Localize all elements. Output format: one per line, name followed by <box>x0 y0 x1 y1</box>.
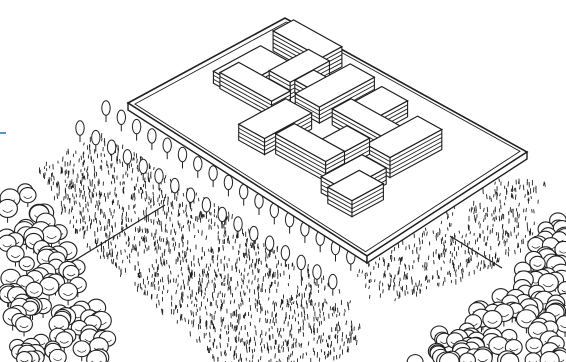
tree-crown <box>107 140 115 154</box>
tree-crown <box>250 226 258 240</box>
forest-tree <box>525 353 541 362</box>
tree-crown <box>265 236 273 250</box>
street-tree <box>139 159 147 180</box>
tree-crown <box>234 217 242 231</box>
forest-tree <box>49 349 66 362</box>
tree-crown <box>224 175 232 189</box>
street-tree <box>329 274 337 295</box>
tree-crown <box>525 353 541 362</box>
forest-tree <box>407 355 423 362</box>
street-tree <box>148 129 156 150</box>
tree-crown <box>178 147 186 161</box>
street-tree <box>102 101 110 122</box>
forest-tree <box>20 188 36 208</box>
street-tree <box>171 178 179 199</box>
tree-crown <box>155 169 163 183</box>
street-tree <box>218 207 226 228</box>
tree-crown <box>209 166 217 180</box>
tree-crown <box>17 352 33 362</box>
leader-line-left <box>72 205 165 262</box>
tree-crown <box>163 138 171 152</box>
street-tree <box>265 236 273 257</box>
tree-crown <box>526 338 543 353</box>
street-tree <box>76 121 84 142</box>
tree-crown <box>407 355 423 362</box>
forest-tree <box>16 317 33 337</box>
street-tree <box>281 246 289 267</box>
tree-crown <box>0 199 17 217</box>
tree-crown <box>530 256 545 270</box>
tree-crown <box>49 349 66 362</box>
street-tree <box>255 194 263 215</box>
street-tree <box>194 157 202 178</box>
tree-crown <box>132 119 140 133</box>
tree-crown <box>16 317 33 332</box>
street-tree <box>132 119 140 140</box>
tree-crown <box>139 159 147 173</box>
tree-crown <box>20 188 36 203</box>
tree-crown <box>171 178 179 192</box>
forest-left <box>0 184 116 362</box>
street-tree <box>224 175 232 196</box>
forest-tree <box>0 199 17 222</box>
tree-crown <box>281 246 289 260</box>
street-tree <box>92 130 100 151</box>
tree-crown <box>102 101 110 115</box>
street-tree <box>155 169 163 190</box>
street-tree <box>123 150 131 171</box>
street-tree <box>163 138 171 159</box>
tree-crown <box>76 121 84 135</box>
street-tree <box>234 217 242 238</box>
tree-crown <box>313 265 321 279</box>
tree-crown <box>92 130 100 144</box>
street-tree <box>186 188 194 209</box>
tree-crown <box>186 188 194 202</box>
street-tree <box>117 110 125 131</box>
tree-crown <box>202 198 210 212</box>
tree-crown <box>59 283 78 300</box>
tree-crown <box>297 255 305 269</box>
tree-crown <box>123 150 131 164</box>
tree-crown <box>117 110 125 124</box>
street-tree <box>107 140 115 161</box>
tree-crown <box>19 257 34 271</box>
forest-tree <box>59 283 78 305</box>
forest-tree <box>17 352 33 362</box>
street-tree <box>178 147 186 168</box>
tree-crown <box>218 207 226 221</box>
street-tree <box>209 166 217 187</box>
tree-crown <box>483 311 502 329</box>
tree-crown <box>148 129 156 143</box>
street-tree <box>240 185 248 206</box>
tree-crown <box>329 274 337 288</box>
tree-crown <box>194 157 202 171</box>
forest-right <box>407 213 566 362</box>
tree-crown <box>26 282 43 297</box>
street-tree <box>297 255 305 276</box>
